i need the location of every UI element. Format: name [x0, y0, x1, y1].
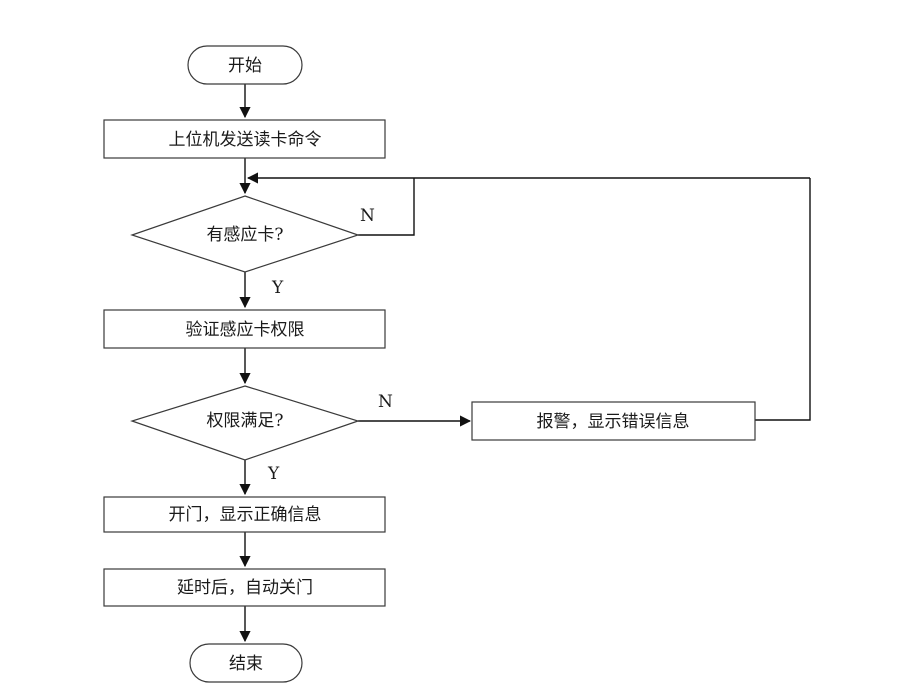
- delay-close-box: [103, 568, 386, 607]
- permission-yes-label: Y: [267, 464, 280, 484]
- send-read-cmd-label: 上位机发送读卡命令: [169, 130, 322, 150]
- node-verify-card: 验证感应卡权限: [103, 309, 386, 349]
- delay-close-label: 延时后，自动关门: [177, 578, 313, 598]
- has-card-no-label: N: [360, 206, 375, 226]
- end-label: 结束: [229, 654, 263, 674]
- start-label: 开始: [228, 56, 262, 76]
- permission-decision: [130, 385, 360, 461]
- node-send-read-cmd: 上位机发送读卡命令: [103, 119, 386, 159]
- permission-label: 权限满足?: [206, 411, 283, 431]
- node-alarm: 报警，显示错误信息: [471, 401, 756, 441]
- permission-no-label: N: [378, 392, 393, 412]
- open-door-label: 开门，显示正确信息: [169, 505, 322, 525]
- alarm-box: [471, 401, 756, 441]
- has-card-decision: [130, 195, 360, 273]
- send-read-cmd-box: [103, 119, 386, 159]
- has-card-yes-label: Y: [271, 278, 284, 298]
- node-end: 结束: [189, 643, 303, 683]
- node-permission-ok: 权限满足?: [130, 385, 360, 461]
- has-card-label: 有感应卡?: [206, 225, 283, 245]
- edges: [239, 84, 811, 643]
- end-terminator: [189, 643, 303, 683]
- edge-alarm-loop: [755, 178, 811, 421]
- open-door-box: [103, 496, 386, 533]
- alarm-label: 报警，显示错误信息: [537, 412, 690, 432]
- node-open-door: 开门，显示正确信息: [103, 496, 386, 533]
- node-has-card: 有感应卡?: [130, 195, 360, 273]
- verify-card-box: [103, 309, 386, 349]
- node-delay-close: 延时后，自动关门: [103, 568, 386, 607]
- verify-card-label: 验证感应卡权限: [186, 320, 305, 340]
- start-terminator: [187, 45, 303, 85]
- node-start: 开始: [187, 45, 303, 85]
- edge-hascard-no: [358, 178, 415, 236]
